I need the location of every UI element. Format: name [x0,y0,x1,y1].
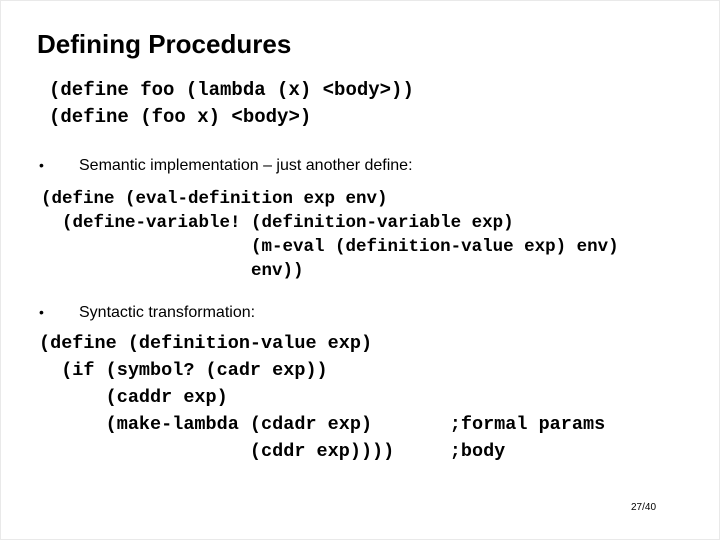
bullet-item-syntactic: • Syntactic transformation: [39,304,255,322]
bullet-item-semantic: • Semantic implementation – just another… [39,157,413,175]
syntactic-code-block: (define (definition-value exp) (if (symb… [39,333,606,462]
slide-title: Defining Procedures [37,29,292,59]
intro-code-block: (define foo (lambda (x) <body>)) (define… [49,79,414,128]
semantic-code-block: (define (eval-definition exp env) (defin… [41,189,619,281]
bullet-syntactic-label: Syntactic transformation: [79,304,256,321]
bullet-dot-icon: • [39,157,44,173]
bullet-semantic-label: Semantic implementation – just another d… [79,157,413,174]
bullet-dot-icon: • [39,304,44,320]
page-number: 27/40 [631,502,657,513]
